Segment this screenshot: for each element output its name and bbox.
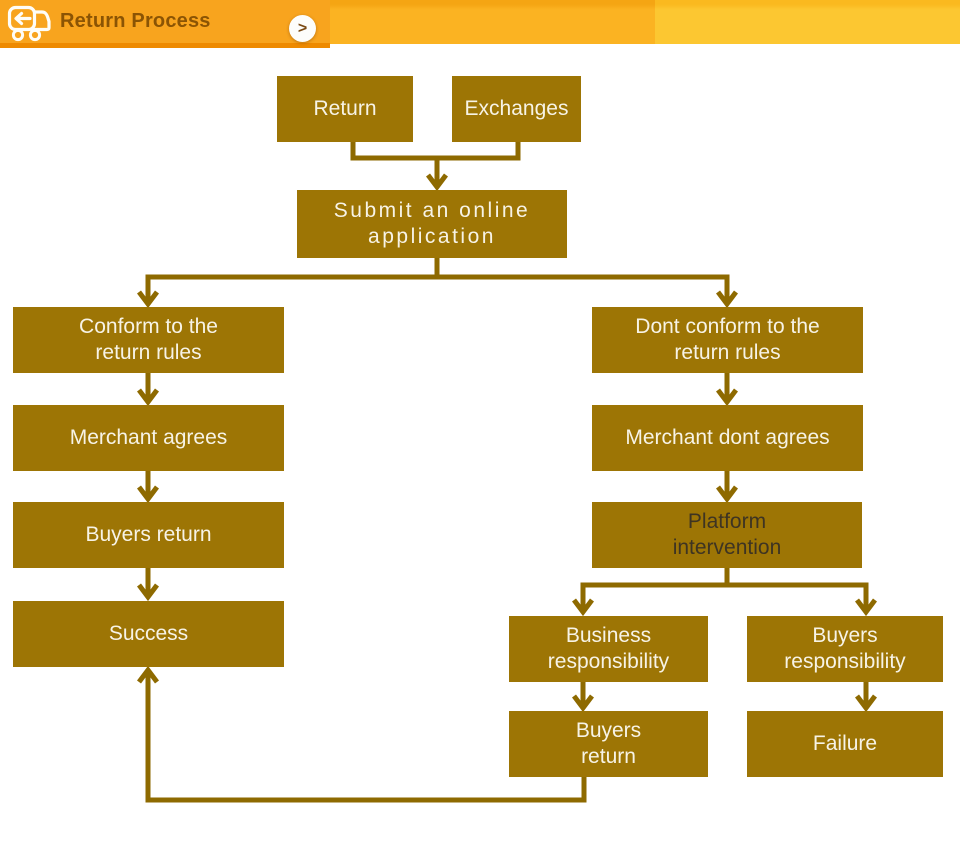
header-bar: Return Process > bbox=[0, 0, 960, 48]
flow-node-exchanges: Exchanges bbox=[452, 76, 581, 142]
flow-node-submit-application: Submit an online application bbox=[297, 190, 567, 258]
flow-node-conform-rules: Conform to the return rules bbox=[13, 307, 284, 373]
flow-node-platform-intervention: Platform intervention bbox=[592, 502, 862, 568]
flow-node-buyers-return-final: Buyers return bbox=[509, 711, 708, 777]
header-segment-left bbox=[0, 0, 330, 48]
flow-node-return: Return bbox=[277, 76, 413, 142]
header-segment-right bbox=[655, 0, 960, 44]
flow-node-buyers-responsibility: Buyers responsibility bbox=[747, 616, 943, 682]
flow-node-merchant-dont-agrees: Merchant dont agrees bbox=[592, 405, 863, 471]
return-truck-icon bbox=[7, 4, 51, 44]
flow-node-failure: Failure bbox=[747, 711, 943, 777]
header-segment-mid bbox=[330, 0, 655, 44]
flow-node-merchant-agrees: Merchant agrees bbox=[13, 405, 284, 471]
page-title: Return Process bbox=[60, 10, 211, 32]
expand-chevron-button[interactable]: > bbox=[289, 15, 316, 42]
flow-node-business-responsibility: Business responsibility bbox=[509, 616, 708, 682]
flow-node-buyers-return: Buyers return bbox=[13, 502, 284, 568]
flow-node-dont-conform-rules: Dont conform to the return rules bbox=[592, 307, 863, 373]
flow-node-success: Success bbox=[13, 601, 284, 667]
